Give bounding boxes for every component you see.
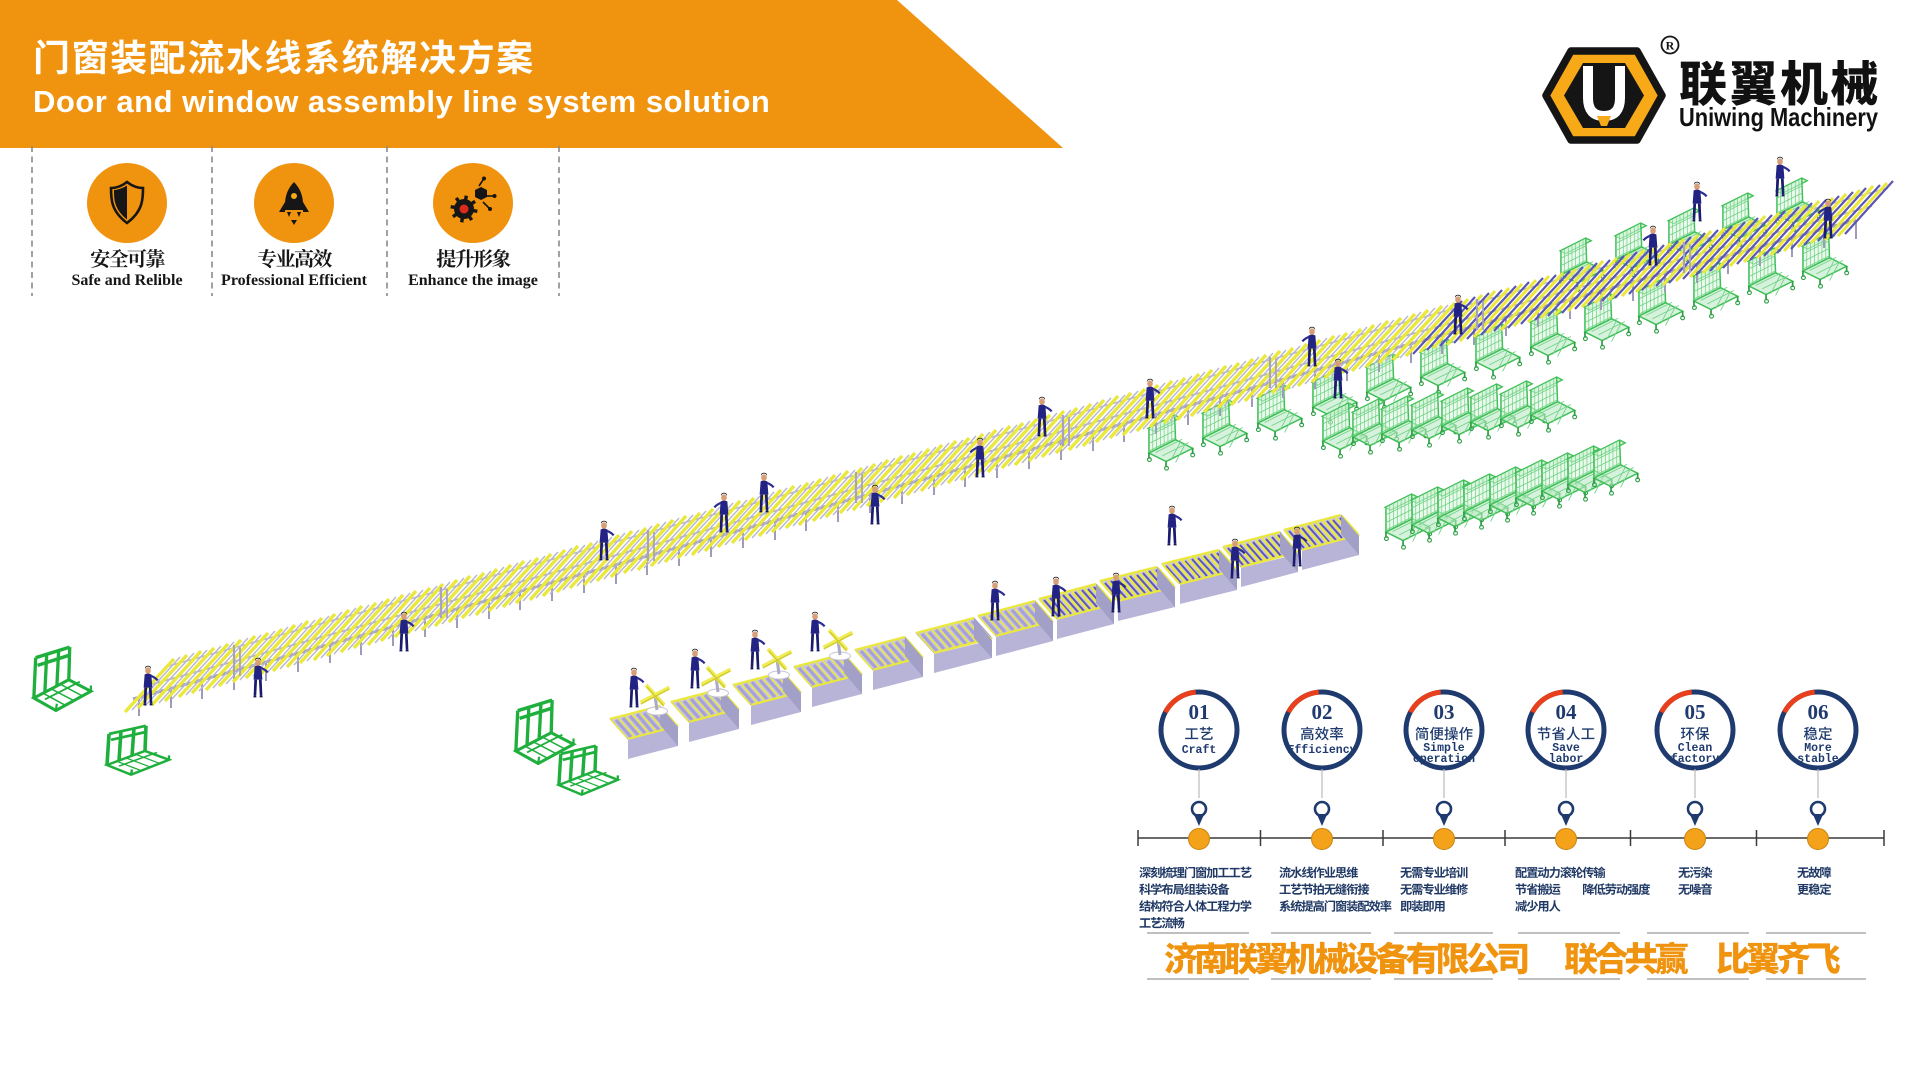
svg-text:operation: operation — [1413, 753, 1475, 766]
svg-text:05: 05 — [1685, 700, 1706, 724]
svg-text:Safe and Relible: Safe and Relible — [71, 272, 182, 289]
svg-text:R: R — [1666, 39, 1675, 53]
svg-text:stable: stable — [1797, 753, 1839, 766]
svg-text:04: 04 — [1556, 700, 1578, 724]
svg-text:01: 01 — [1189, 700, 1210, 724]
svg-text:factory: factory — [1671, 753, 1719, 766]
svg-text:Craft: Craft — [1182, 744, 1217, 757]
svg-text:Clean: Clean — [1678, 742, 1713, 755]
svg-text:Enhance the image: Enhance the image — [408, 272, 538, 289]
svg-text:Simple: Simple — [1423, 742, 1465, 755]
svg-text:More: More — [1804, 742, 1832, 755]
svg-text:Professional Efficient: Professional Efficient — [221, 272, 368, 289]
svg-text:Save: Save — [1552, 742, 1580, 755]
svg-text:Uniwing Machinery: Uniwing Machinery — [1679, 102, 1878, 132]
svg-text:03: 03 — [1434, 700, 1455, 724]
svg-text:labor: labor — [1549, 753, 1584, 766]
svg-text:02: 02 — [1312, 700, 1333, 724]
svg-text:Efficiency: Efficiency — [1287, 744, 1356, 757]
svg-text:06: 06 — [1808, 700, 1829, 724]
svg-text:Door and window assembly line: Door and window assembly line system sol… — [33, 84, 770, 119]
